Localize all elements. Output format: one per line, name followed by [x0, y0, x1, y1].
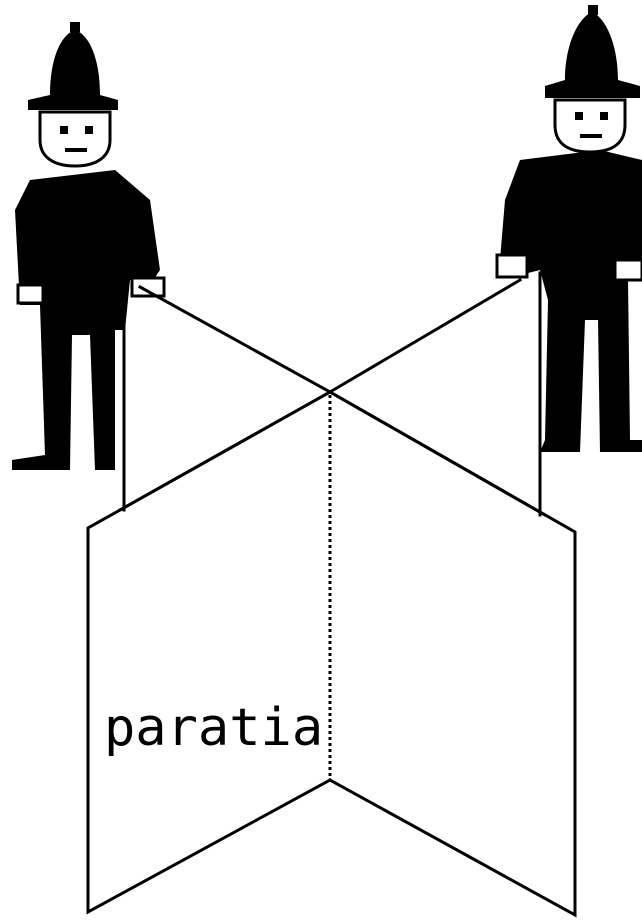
- body-right: [500, 150, 642, 452]
- policeman-right: [497, 5, 642, 452]
- helmet-left-icon: [28, 30, 118, 110]
- body-left: [12, 170, 160, 470]
- partition-screen: [88, 392, 575, 915]
- partition-label: paratia: [104, 698, 323, 758]
- policeman-left: [12, 22, 164, 470]
- helmet-right-icon: [545, 12, 640, 98]
